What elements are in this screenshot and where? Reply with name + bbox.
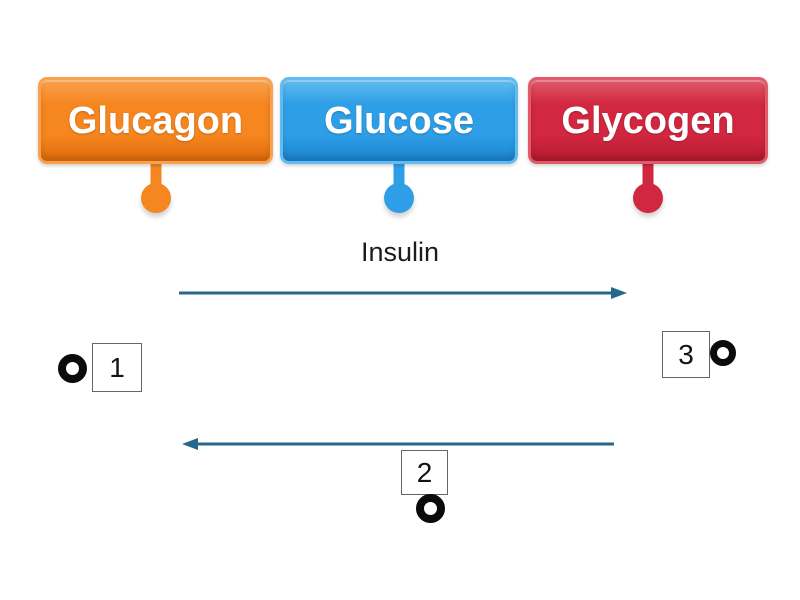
diagram-number-1: 1 (109, 351, 125, 383)
label-tile-text: Glycogen (561, 99, 735, 142)
label-pin-dot (384, 183, 414, 213)
label-pin-stem (393, 159, 405, 192)
label-pin-dot (633, 183, 663, 213)
drop-target-1[interactable] (58, 354, 87, 383)
label-tile-text: Glucose (324, 99, 474, 142)
diagram-number-box-3: 3 (662, 331, 710, 378)
diagram-number-box-2: 2 (401, 450, 448, 495)
label-tile-text: Glucagon (67, 99, 244, 142)
insulin-arrow-right (179, 287, 627, 299)
label-pin-dot (140, 183, 171, 213)
label-pin-stem (150, 159, 161, 192)
diagram-number-box-1: 1 (92, 343, 142, 392)
label-tile-face: Glucose (280, 77, 518, 164)
label-tile-glucose[interactable]: Glucose (280, 77, 518, 213)
diagram-number-3: 3 (678, 338, 694, 370)
label-tile-glucagon[interactable]: Glucagon (38, 77, 273, 213)
drop-target-3[interactable] (710, 340, 736, 366)
reverse-arrow-left (182, 438, 614, 450)
label-pin-stem (642, 159, 654, 192)
label-tile-glycogen[interactable]: Glycogen (528, 77, 768, 213)
label-tile-face: Glycogen (528, 77, 768, 164)
diagram-number-2: 2 (416, 456, 433, 488)
insulin-label: Insulin (360, 237, 440, 267)
label-tile-face: Glucagon (38, 77, 273, 164)
drop-target-2[interactable] (416, 494, 445, 523)
